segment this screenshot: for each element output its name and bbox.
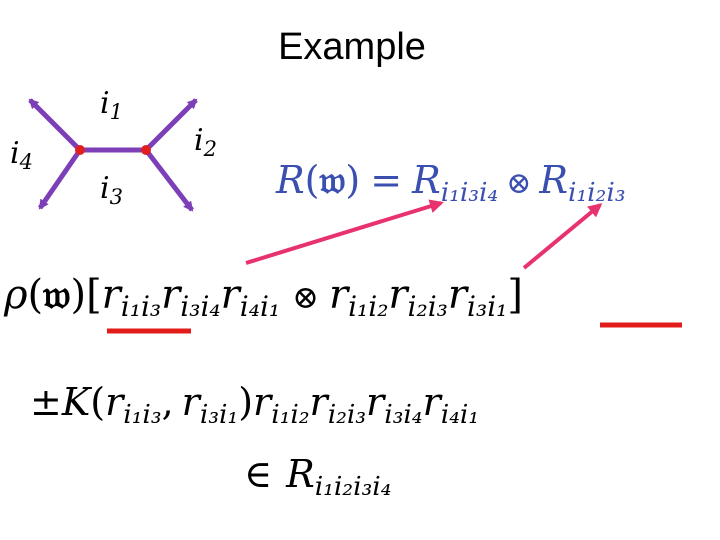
equation-line-3: ∈Ri₁i₂i₃i₄ [244, 452, 391, 502]
label-i3: i3 [100, 171, 123, 209]
graph-leg-i2-up [144, 98, 198, 152]
arrow-to-R1 [245, 199, 444, 265]
graph-diagram: i1 i2 i3 i4 [10, 86, 217, 212]
label-i2: i2 [194, 123, 217, 161]
arrow-to-R2 [522, 203, 603, 270]
graph-vertex-right [141, 145, 151, 155]
graph-leg-i2-down [144, 148, 194, 212]
graph-leg-i4-up [28, 98, 82, 152]
graph-leg-i4-down [37, 148, 83, 210]
label-i4: i4 [10, 136, 33, 174]
label-i1: i1 [100, 86, 123, 124]
equation-line-1: ρ(𝔴)[ri₁i₃ri₃i₄ri₄i₁⊗ri₁i₂ri₂i₃ri₃i₁] [3, 271, 523, 323]
slide-title: Example [278, 26, 426, 68]
equation-top: R(𝔴)=Ri₁i₃i₄⊗Ri₁i₂i₃ [275, 157, 625, 208]
graph-vertex-left [75, 145, 85, 155]
equation-line-2: ±K(ri₁i₃,ri₃i₁)ri₁i₂ri₂i₃ri₃i₄ri₄i₁ [30, 380, 479, 430]
